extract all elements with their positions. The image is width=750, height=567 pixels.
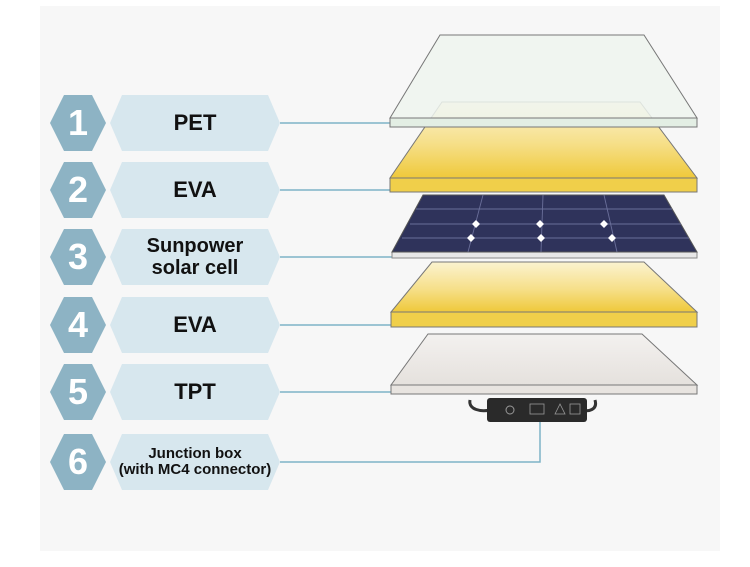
label-tpt-text: TPT	[174, 378, 216, 404]
junction-box	[468, 398, 598, 422]
label-tpt: TPT	[110, 364, 280, 420]
layer-tpt	[390, 333, 699, 395]
label-eva-top-text: EVA	[173, 176, 217, 202]
label-junction-box: Junction box (with MC4 connector)	[110, 434, 280, 490]
badge-4: 4	[50, 297, 106, 353]
layer-solar-cell	[391, 194, 698, 259]
label-pet: PET	[110, 95, 280, 151]
layer-eva-bottom	[389, 261, 699, 328]
label-eva-bottom-text: EVA	[173, 311, 217, 337]
layer-pet	[389, 34, 698, 128]
label-solar-cell-line1: Sunpower	[146, 235, 244, 257]
label-solar-cell: Sunpower solar cell	[110, 229, 280, 285]
label-eva-bottom: EVA	[110, 297, 280, 353]
connector-6	[280, 418, 541, 463]
label-junction-box-line1: Junction box	[148, 444, 242, 462]
cell-grid	[402, 194, 689, 253]
connector-lines	[280, 122, 541, 463]
cell-corners	[467, 220, 616, 242]
badge-5: 5	[50, 364, 106, 420]
label-pet-text: PET	[173, 109, 217, 135]
badge-6: 6	[50, 434, 106, 490]
label-solar-cell-line2: solar cell	[151, 257, 239, 279]
label-eva-top: EVA	[110, 162, 280, 218]
label-junction-box-line2: (with MC4 connector)	[118, 461, 272, 478]
